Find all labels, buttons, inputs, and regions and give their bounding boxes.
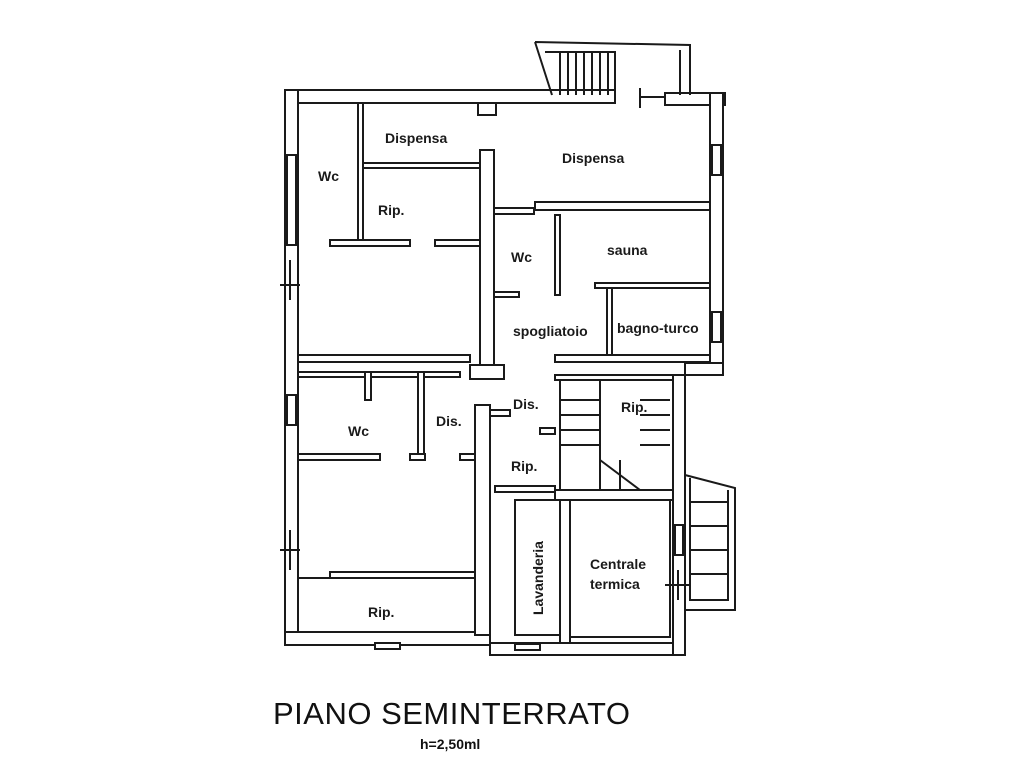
room-dis-1: Dis. bbox=[436, 413, 462, 429]
wall bbox=[409, 453, 426, 461]
wall bbox=[534, 201, 711, 211]
wall bbox=[493, 207, 535, 215]
window bbox=[711, 311, 722, 343]
wall bbox=[493, 291, 520, 298]
windows bbox=[286, 144, 722, 651]
wall bbox=[469, 364, 505, 380]
stairs-internal bbox=[559, 380, 670, 491]
wall bbox=[297, 453, 381, 461]
room-wc-1: Wc bbox=[318, 168, 339, 184]
window bbox=[514, 643, 541, 651]
wall bbox=[417, 371, 425, 456]
window bbox=[374, 642, 401, 650]
exterior-stairs-top bbox=[534, 41, 691, 96]
room-dispensa-2: Dispensa bbox=[562, 150, 624, 166]
room-termica: termica bbox=[590, 576, 640, 592]
room-centrale: Centrale bbox=[590, 556, 646, 572]
wall bbox=[297, 577, 476, 633]
wall bbox=[672, 374, 686, 656]
wall bbox=[554, 214, 561, 296]
wall bbox=[594, 282, 711, 289]
room-rip-3: Rip. bbox=[511, 458, 537, 474]
door-marks bbox=[280, 88, 690, 600]
room-wc-3: Wc bbox=[348, 423, 369, 439]
window bbox=[286, 154, 297, 246]
window bbox=[674, 524, 684, 556]
room-sauna: sauna bbox=[607, 242, 648, 258]
wall bbox=[489, 409, 511, 417]
wall bbox=[357, 102, 364, 241]
room-spogliatoio: spogliatoio bbox=[513, 323, 588, 339]
room-rip-2: Rip. bbox=[621, 399, 647, 415]
wall bbox=[479, 149, 495, 376]
room-bagno-turco: bagno-turco bbox=[617, 320, 699, 336]
wall bbox=[684, 362, 724, 376]
room-rip-4: Rip. bbox=[368, 604, 394, 620]
wall bbox=[434, 239, 481, 247]
wall bbox=[554, 489, 674, 501]
wall bbox=[477, 102, 497, 116]
wall bbox=[284, 89, 616, 104]
wall bbox=[297, 354, 471, 363]
window bbox=[711, 144, 722, 176]
wall bbox=[554, 354, 711, 363]
exterior-stairs-right bbox=[684, 474, 736, 611]
room-rip-1: Rip. bbox=[378, 202, 404, 218]
wall bbox=[474, 404, 491, 636]
wall bbox=[297, 371, 461, 378]
wall bbox=[364, 371, 372, 401]
wall bbox=[362, 162, 481, 169]
wall bbox=[569, 499, 671, 638]
height-note: h=2,50ml bbox=[420, 736, 481, 752]
walls bbox=[284, 89, 726, 656]
window bbox=[286, 394, 297, 426]
wall bbox=[514, 499, 561, 636]
room-dis-2: Dis. bbox=[513, 396, 539, 412]
wall bbox=[606, 287, 613, 356]
room-dispensa-1: Dispensa bbox=[385, 130, 447, 146]
room-wc-2: Wc bbox=[511, 249, 532, 265]
wall bbox=[539, 427, 556, 435]
room-lavanderia: Lavanderia bbox=[530, 541, 546, 615]
wall bbox=[559, 499, 571, 644]
wall bbox=[494, 485, 556, 493]
wall bbox=[329, 239, 411, 247]
wall bbox=[554, 374, 674, 381]
plan-title: PIANO SEMINTERRATO bbox=[273, 696, 631, 731]
